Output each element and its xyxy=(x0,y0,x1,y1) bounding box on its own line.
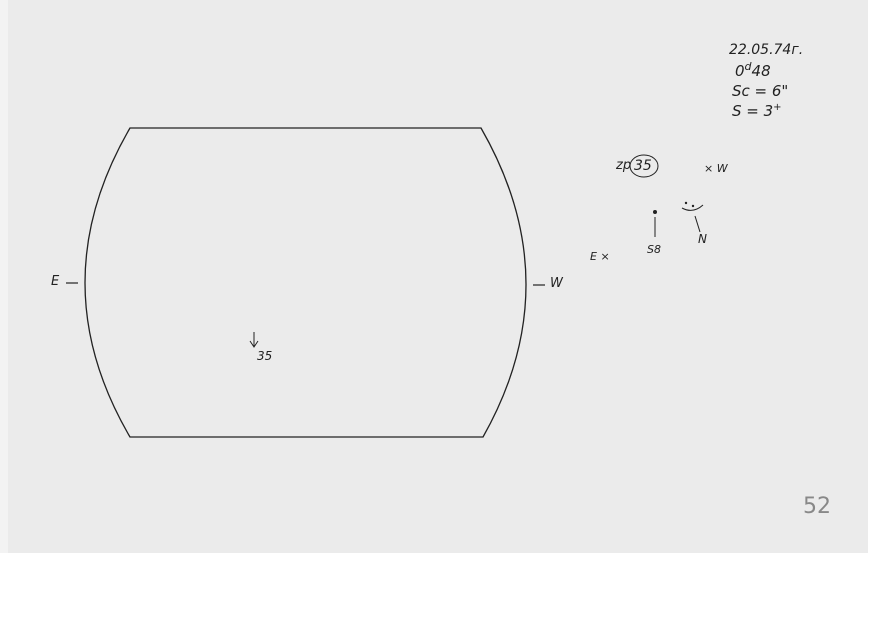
group-number: 35 xyxy=(634,158,652,174)
observation-date: 22.05.74г. xyxy=(729,42,804,58)
disk-outline xyxy=(84,127,527,438)
group-type-label: zp xyxy=(616,158,632,173)
west-label: W xyxy=(550,276,563,291)
time-sup: d xyxy=(744,60,752,73)
scan-edge xyxy=(0,0,8,553)
page-number: 52 xyxy=(803,494,831,519)
seeing-scale: Sc = 6" xyxy=(732,82,789,100)
group-arrow-icon xyxy=(249,332,259,348)
observation-time: 0d48 xyxy=(735,60,771,80)
spot-dot xyxy=(653,210,657,214)
spot-label: S8 xyxy=(647,243,661,256)
group-circle xyxy=(629,154,659,178)
time-frac: 48 xyxy=(751,62,771,80)
group-label: 35 xyxy=(257,349,273,363)
spot-dot xyxy=(691,204,695,208)
time-day: 0 xyxy=(735,62,745,80)
s-sup: + xyxy=(773,102,782,113)
spot-dot xyxy=(684,201,688,205)
north-pointer xyxy=(694,215,701,233)
paper-sheet xyxy=(8,0,868,553)
penumbra-arc xyxy=(681,204,704,211)
detail-east-label: E × xyxy=(590,250,610,263)
east-label: E xyxy=(51,274,60,289)
s-main: S = 3 xyxy=(732,102,774,120)
north-label: N xyxy=(698,232,707,246)
seeing-value: S = 3+ xyxy=(732,102,782,120)
detail-west-label: × W xyxy=(704,162,728,175)
